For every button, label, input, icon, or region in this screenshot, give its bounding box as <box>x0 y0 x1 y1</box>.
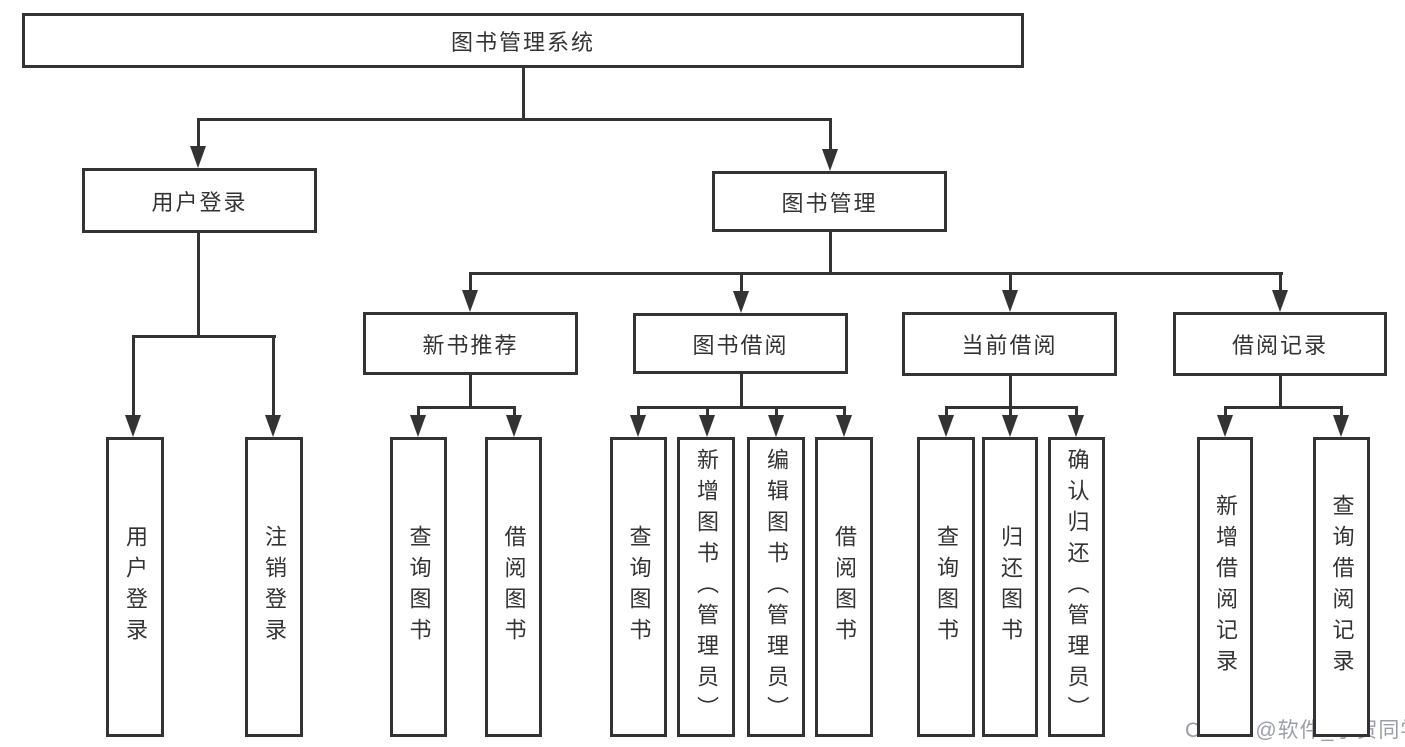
node-leaf-add-book-admin: 新增图书（管理员） <box>677 437 735 737</box>
connector-line <box>521 68 525 118</box>
connector-line <box>131 335 276 338</box>
node-user-login: 用户登录 <box>82 168 317 233</box>
node-leaf-query-books-1: 查询图书 <box>390 437 447 737</box>
arrowhead-down-icon <box>768 415 784 437</box>
connector-line <box>1008 376 1012 406</box>
connector-line <box>468 274 472 292</box>
node-label-leaf-query-borrow-record: 查询借阅记录 <box>1329 494 1355 680</box>
node-label-new-book-rec: 新书推荐 <box>422 332 519 358</box>
node-leaf-borrow-books-2: 借阅图书 <box>815 437 873 737</box>
connector-line <box>774 408 778 417</box>
connector-line <box>944 406 1078 409</box>
node-label-leaf-return-book: 归还图书 <box>998 525 1023 649</box>
connector-line <box>828 120 832 151</box>
arrowhead-down-icon <box>410 415 426 437</box>
connector-line <box>131 337 135 417</box>
connector-line <box>636 406 846 409</box>
node-label-leaf-query-books-2: 查询图书 <box>626 525 652 649</box>
node-leaf-return-book: 归还图书 <box>982 437 1038 737</box>
arrowhead-down-icon <box>125 415 141 437</box>
arrowhead-down-icon <box>1068 415 1084 437</box>
connector-line <box>636 408 640 417</box>
connector-line <box>196 118 832 121</box>
node-label-book-mgmt: 图书管理 <box>781 190 878 216</box>
arrowhead-down-icon <box>1002 415 1018 437</box>
arrowhead-down-icon <box>265 415 281 437</box>
arrowhead-down-icon <box>836 415 852 437</box>
node-label-leaf-confirm-return-admin: 确认归还（管理员） <box>1064 447 1090 727</box>
node-label-leaf-borrow-books-1: 借阅图书 <box>501 525 527 649</box>
arrowhead-down-icon <box>733 291 749 313</box>
connector-line <box>828 232 832 274</box>
connector-line <box>468 272 1283 275</box>
connector-line <box>739 274 743 293</box>
node-root: 图书管理系统 <box>22 13 1024 68</box>
connector-line <box>196 233 200 337</box>
node-leaf-query-borrow-record: 查询借阅记录 <box>1313 437 1370 737</box>
connector-line <box>1008 274 1012 292</box>
node-label-leaf-query-books-3: 查询图书 <box>934 525 959 649</box>
node-borrow-records: 借阅记录 <box>1173 312 1387 376</box>
connector-line <box>1339 408 1343 417</box>
node-current-borrow: 当前借阅 <box>902 312 1117 376</box>
connector-line <box>1278 274 1282 292</box>
arrowhead-down-icon <box>506 415 522 437</box>
arrowhead-down-icon <box>1217 415 1233 437</box>
node-leaf-query-books-2: 查询图书 <box>610 437 667 737</box>
arrowhead-down-icon <box>822 149 838 171</box>
node-leaf-logout: 注销登录 <box>245 437 303 737</box>
node-new-book-rec: 新书推荐 <box>363 312 578 375</box>
node-leaf-confirm-return-admin: 确认归还（管理员） <box>1048 437 1105 737</box>
node-label-leaf-logout: 注销登录 <box>262 525 287 649</box>
connector-line <box>416 408 420 417</box>
connector-line <box>705 408 709 417</box>
connector-line <box>739 374 743 406</box>
node-label-borrow-records: 借阅记录 <box>1231 333 1328 358</box>
connector-line <box>468 375 472 406</box>
arrowhead-down-icon <box>1333 415 1349 437</box>
node-leaf-edit-book-admin: 编辑图书（管理员） <box>747 437 805 737</box>
node-label-leaf-borrow-books-2: 借阅图书 <box>832 525 857 649</box>
node-label-leaf-query-books-1: 查询图书 <box>406 525 432 649</box>
node-label-leaf-edit-book-admin: 编辑图书（管理员） <box>764 447 789 727</box>
node-leaf-user-login: 用户登录 <box>106 437 164 737</box>
node-book-mgmt: 图书管理 <box>712 171 947 232</box>
connector-line <box>416 406 516 409</box>
node-label-leaf-add-book-admin: 新增图书（管理员） <box>694 447 719 727</box>
connector-line <box>1008 408 1012 417</box>
node-book-borrow: 图书借阅 <box>633 313 848 374</box>
node-label-current-borrow: 当前借阅 <box>961 333 1058 358</box>
connector-line <box>842 408 846 417</box>
arrowhead-down-icon <box>699 415 715 437</box>
node-leaf-query-books-3: 查询图书 <box>917 437 975 737</box>
connector-line <box>1223 408 1227 417</box>
connector-line <box>1074 408 1078 417</box>
connector-line <box>1278 376 1282 406</box>
node-leaf-add-borrow-record: 新增借阅记录 <box>1197 437 1253 737</box>
arrowhead-down-icon <box>1002 290 1018 312</box>
connector-line <box>944 408 948 417</box>
node-label-root: 图书管理系统 <box>450 29 595 55</box>
node-label-book-borrow: 图书借阅 <box>692 332 789 358</box>
connector-line <box>196 120 200 148</box>
node-label-leaf-add-borrow-record: 新增借阅记录 <box>1213 494 1238 680</box>
node-label-user-login: 用户登录 <box>151 189 248 215</box>
connector-line <box>1223 406 1343 409</box>
arrowhead-down-icon <box>462 290 478 312</box>
arrowhead-down-icon <box>190 146 206 168</box>
node-leaf-borrow-books-1: 借阅图书 <box>485 437 542 737</box>
connector-line <box>512 408 516 417</box>
arrowhead-down-icon <box>630 415 646 437</box>
node-label-leaf-user-login: 用户登录 <box>123 525 148 649</box>
arrowhead-down-icon <box>938 415 954 437</box>
arrowhead-down-icon <box>1272 290 1288 312</box>
connector-line <box>271 337 275 417</box>
